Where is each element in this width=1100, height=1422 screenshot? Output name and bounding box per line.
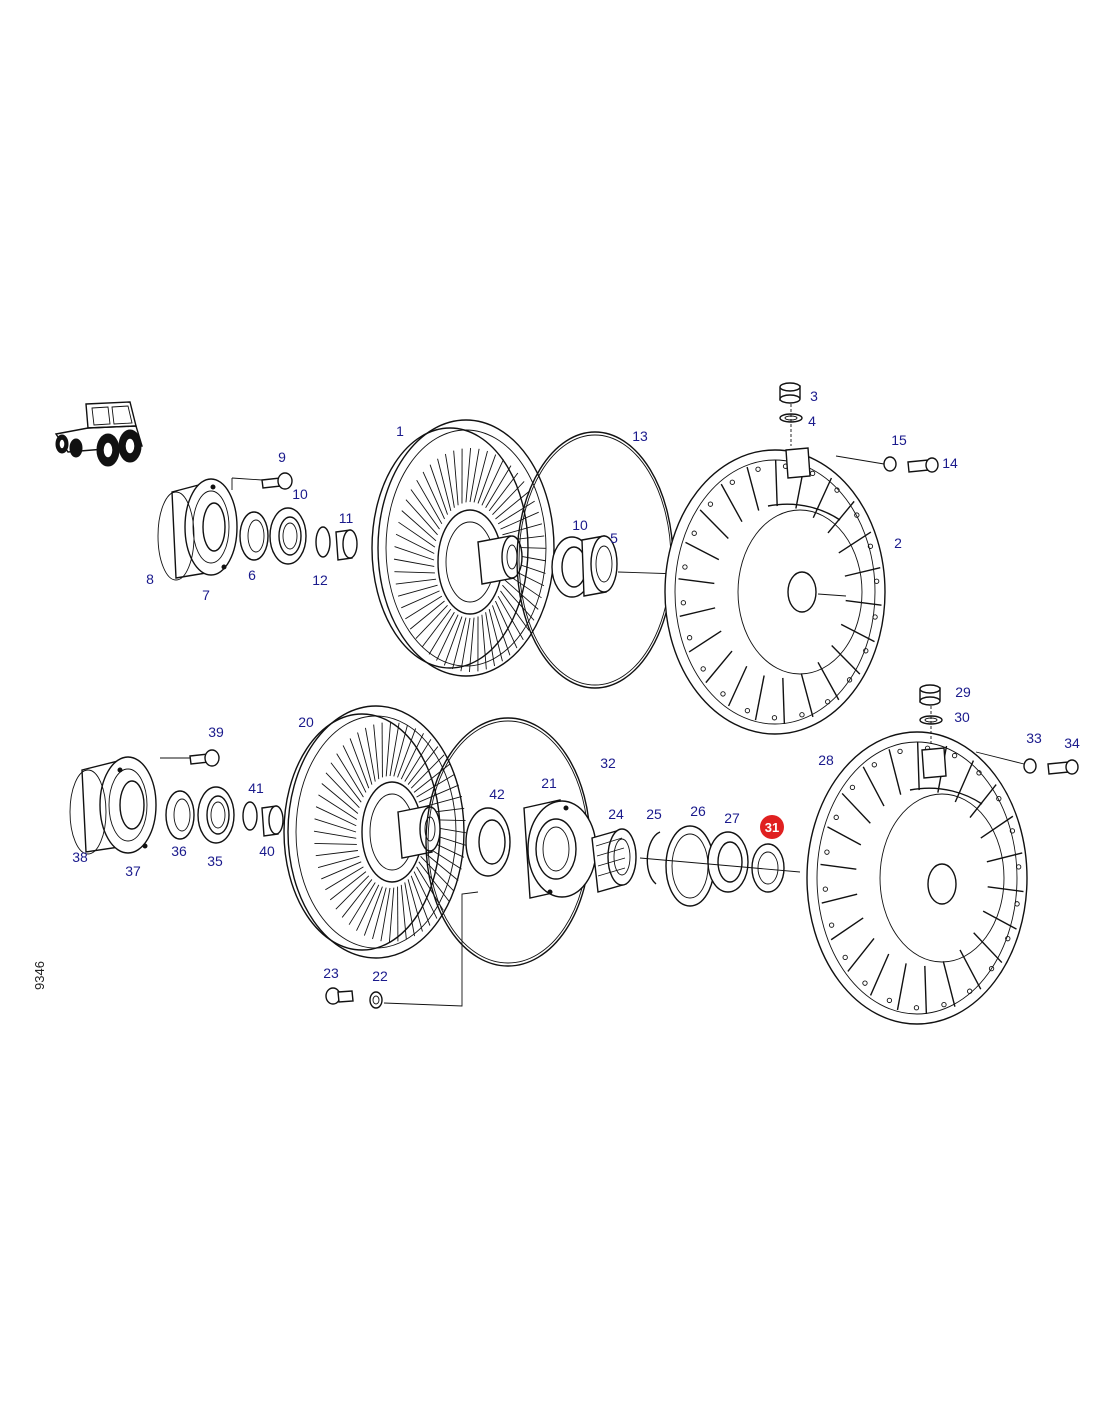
blade-set-20 — [313, 721, 467, 943]
callout-42: 42 — [489, 786, 505, 802]
part-plug-29 — [919, 684, 941, 706]
callout-10: 10 — [292, 486, 308, 502]
fin-set-2 — [678, 460, 882, 724]
part-bolt-34 — [1047, 759, 1079, 775]
part-stator-housing-2 — [664, 447, 886, 735]
part-stator-housing-28 — [806, 731, 1028, 1025]
part-circlip-25 — [646, 831, 661, 885]
callout-27: 27 — [724, 810, 740, 826]
callout-9: 9 — [278, 449, 286, 465]
tractor-icon — [54, 401, 143, 467]
part-turbine-wheel-1 — [371, 419, 555, 677]
part-housing-top — [157, 478, 238, 581]
part-bearing-27 — [707, 831, 749, 893]
callout-11: 11 — [339, 510, 354, 526]
callout-4: 4 — [808, 413, 816, 429]
callout-33: 33 — [1026, 730, 1042, 746]
drawing-number: 9346 — [32, 961, 47, 990]
callout-37: 37 — [125, 863, 141, 879]
callout-8: 8 — [146, 571, 154, 587]
part-washer-33 — [1023, 758, 1037, 774]
part-bolt-14 — [907, 457, 939, 473]
callout-12: 12 — [312, 572, 328, 588]
part-bearing-42 — [465, 807, 511, 877]
part-flange-21 — [523, 799, 597, 899]
part-bush-11 — [335, 529, 358, 561]
callout-10: 10 — [572, 517, 588, 533]
part-bolt-9 — [261, 472, 293, 490]
part-roller-bearing-24 — [591, 828, 637, 893]
part-clip-41 — [242, 801, 258, 831]
callout-7: 7 — [202, 587, 210, 603]
part-turbine-wheel-20 — [283, 705, 467, 959]
part-bearing-35 — [197, 786, 235, 844]
callout-30: 30 — [954, 709, 970, 725]
part-ring-36 — [165, 790, 195, 840]
callout-34: 34 — [1064, 735, 1080, 751]
callout-20: 20 — [298, 714, 314, 730]
part-ring-26 — [665, 825, 715, 907]
callout-28: 28 — [818, 752, 834, 768]
callout-24: 24 — [608, 806, 624, 822]
callout-38: 38 — [72, 849, 88, 865]
callout-13: 13 — [632, 428, 648, 444]
part-ring-6 — [239, 511, 269, 561]
callout-21: 21 — [541, 775, 557, 791]
part-bush-40 — [261, 805, 284, 837]
part-housing-bottom — [69, 756, 157, 855]
part-plug-3 — [779, 382, 801, 404]
callout-2: 2 — [894, 535, 902, 551]
part-washer-22 — [369, 991, 383, 1009]
callout-6: 6 — [248, 567, 256, 583]
callout-15: 15 — [891, 432, 907, 448]
callout-32: 32 — [600, 755, 616, 771]
callout-1: 1 — [396, 423, 404, 439]
blade-set-1 — [393, 447, 547, 673]
callout-14: 14 — [942, 455, 958, 471]
callout-highlight-31 — [760, 815, 784, 839]
callout-39: 39 — [208, 724, 224, 740]
part-clip-12 — [315, 526, 331, 558]
callout-3: 3 — [810, 388, 818, 404]
part-bolt-39 — [189, 749, 220, 767]
callout-5: 5 — [610, 530, 618, 546]
callout-31: 31 — [765, 820, 779, 835]
callout-29: 29 — [955, 684, 971, 700]
callout-23: 23 — [323, 965, 339, 981]
callout-22: 22 — [372, 968, 388, 984]
part-bolt-23 — [325, 987, 354, 1005]
callout-41: 41 — [248, 780, 264, 796]
part-bearing-10-top-left — [269, 507, 307, 565]
callout-35: 35 — [207, 853, 223, 869]
callout-36: 36 — [171, 843, 187, 859]
callout-25: 25 — [646, 806, 662, 822]
callout-26: 26 — [690, 803, 706, 819]
part-seal-5 — [581, 535, 618, 597]
part-washer-15 — [883, 456, 897, 472]
callout-40: 40 — [259, 843, 275, 859]
